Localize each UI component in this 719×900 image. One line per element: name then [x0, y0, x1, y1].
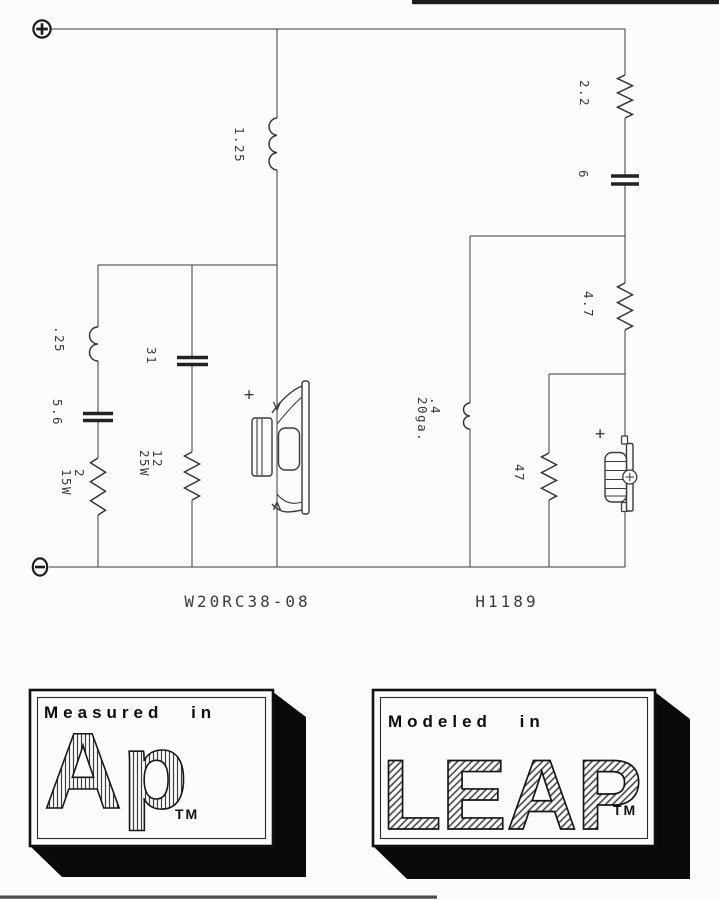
capacitor-5_6-symbol	[83, 411, 113, 423]
value-label-resistor-4_7: 4.7	[581, 291, 596, 319]
leap-box-face	[371, 688, 657, 848]
tweeter-model-label: H1189	[475, 592, 539, 611]
tweeter-symbol-icon	[604, 435, 638, 513]
leap-logo-text: LEAP	[382, 739, 642, 850]
ap-trademark: TM	[175, 806, 200, 822]
resistor-4_7-symbol	[615, 282, 635, 331]
woofer-top-terminal-arrow	[272, 401, 282, 412]
inductor-0_25-symbol	[88, 326, 99, 362]
negative-terminal-icon	[31, 557, 49, 577]
tweeter-polarity-plus: +	[595, 424, 606, 444]
resistor-12ohm-25w-symbol	[182, 451, 202, 501]
positive-terminal-icon	[32, 19, 52, 39]
value-label-resistor-2_2: 2.2	[577, 80, 592, 108]
modeled-in-leap-logo-box: LEAP	[371, 688, 690, 879]
modeled-in-caption: Modeled in	[388, 712, 545, 731]
inductor-0_4-symbol	[462, 402, 471, 430]
woofer-symbol-icon	[251, 380, 310, 515]
ap-box-shadow	[30, 692, 306, 877]
value-label-resistor-12ohm-25w: 12 25W	[137, 450, 165, 478]
measured-in-ap-logo-box: Ap	[28, 688, 306, 877]
inductor-1_25-symbol	[268, 117, 278, 171]
ap-box-face	[28, 688, 275, 848]
circuit-components	[83, 74, 639, 516]
woofer-model-label: W20RC38-08	[184, 592, 311, 611]
resistor-47-symbol	[539, 452, 559, 501]
value-label-capacitor-31: 31	[144, 347, 159, 366]
value-label-resistor-47: 47	[512, 464, 527, 483]
bottom-edge-scan-bar	[0, 895, 437, 899]
measured-in-caption: Measured in	[44, 703, 217, 722]
woofer-basket	[271, 385, 303, 513]
value-label-capacitor-6: 6	[576, 170, 591, 180]
woofer-flange	[301, 380, 310, 515]
ap-box-inner-frame	[36, 696, 267, 840]
circuit-wires	[49, 28, 626, 568]
ap-logo-text: Ap	[44, 710, 188, 831]
leap-box-inner-frame	[379, 696, 649, 840]
woofer-cone-window	[277, 427, 301, 471]
value-label-inductor-1_25: 1.25	[232, 127, 247, 164]
wire-network	[49, 28, 626, 568]
value-label-inductor-0_25: .25	[52, 326, 67, 354]
resistor-2_2-symbol	[615, 74, 635, 119]
resistor-2ohm-15w-symbol	[89, 457, 107, 516]
leap-trademark: TM	[613, 802, 638, 818]
capacitor-6-symbol	[611, 174, 639, 186]
value-label-capacitor-5_6: 5.6	[50, 399, 65, 427]
woofer-polarity-plus: +	[244, 385, 255, 405]
capacitor-31-symbol	[177, 355, 208, 367]
leap-box-shadow	[373, 692, 690, 879]
tweeter-top-terminal	[620, 435, 629, 445]
value-label-resistor-2ohm-15w: 2 15W	[59, 469, 87, 497]
top-edge-scan-bar	[412, 0, 719, 5]
value-label-inductor-0_4-20ga: .4 20ga.	[415, 397, 443, 443]
